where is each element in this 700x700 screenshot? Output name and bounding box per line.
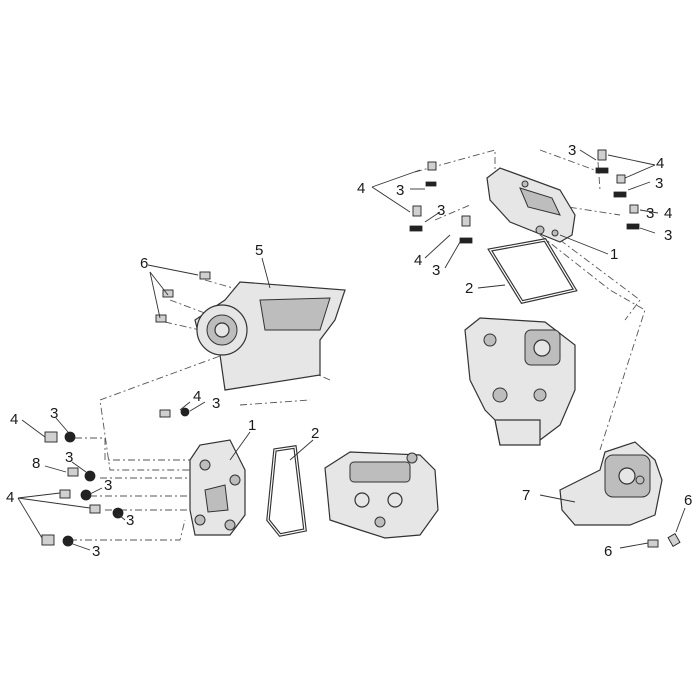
callout-4: 4 — [664, 205, 672, 222]
callout-3: 3 — [92, 543, 100, 560]
callout-3: 3 — [664, 227, 672, 244]
cylinder-head-upper — [464, 317, 576, 446]
callout-1: 1 — [610, 246, 618, 263]
callout-3: 3 — [65, 449, 73, 466]
callout-2: 2 — [311, 425, 319, 442]
callout-6: 6 — [684, 492, 692, 509]
gasket-top — [487, 238, 578, 304]
callout-4: 4 — [357, 180, 365, 197]
hardware-right-bottom — [647, 533, 681, 548]
callout-2: 2 — [465, 280, 473, 297]
callout-4: 4 — [10, 411, 18, 428]
callouts-middle-left: 6 5 4 3 — [140, 242, 263, 412]
gasket-left — [266, 445, 307, 537]
callout-4: 4 — [6, 489, 14, 506]
callout-8: 8 — [32, 455, 40, 472]
callouts-right-bottom: 7 6 6 — [522, 487, 692, 560]
callout-3: 3 — [655, 175, 663, 192]
callout-3: 3 — [437, 202, 445, 219]
callout-5: 5 — [255, 242, 263, 259]
callout-3: 3 — [50, 405, 58, 422]
callout-6: 6 — [604, 543, 612, 560]
side-cover — [559, 441, 663, 526]
callout-4: 4 — [193, 388, 201, 405]
callout-6: 6 — [140, 255, 148, 272]
callout-1: 1 — [248, 417, 256, 434]
leader-lines — [17, 149, 686, 551]
callout-4: 4 — [656, 155, 664, 172]
callouts-top-right: 4 3 3 4 3 3 4 3 3 4 3 1 2 — [357, 142, 672, 297]
callouts-left-cover: 4 3 1 2 8 3 3 4 3 3 — [6, 405, 319, 560]
callout-3: 3 — [568, 142, 576, 159]
valve-cover-top — [486, 167, 576, 243]
callout-3: 3 — [396, 182, 404, 199]
valve-cover-left — [189, 439, 246, 536]
hardware-top-right — [409, 149, 640, 244]
callout-7: 7 — [522, 487, 530, 504]
callout-3: 3 — [104, 477, 112, 494]
cylinder-head-lower — [324, 451, 439, 539]
callout-3: 3 — [126, 512, 134, 529]
callout-3: 3 — [212, 395, 220, 412]
callout-4: 3 — [646, 205, 654, 222]
hardware-left — [41, 271, 211, 547]
callout-3: 3 — [432, 262, 440, 279]
callout-4: 4 — [414, 252, 422, 269]
timing-cover — [194, 281, 346, 391]
